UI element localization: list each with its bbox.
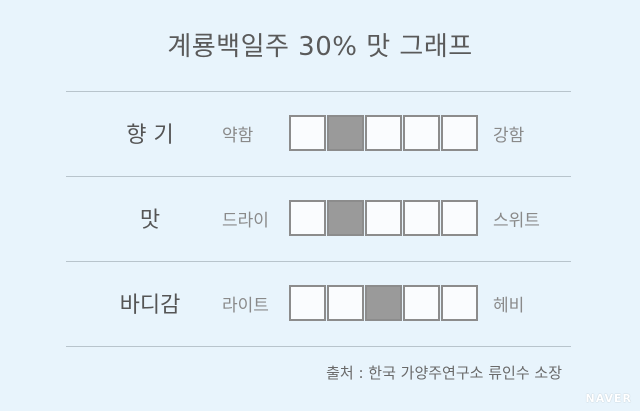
source-note: 출처 : 한국 가양주연구소 류인수 소장 — [326, 364, 562, 382]
rating-box-empty — [403, 200, 440, 236]
rating-box-empty — [441, 115, 478, 151]
row-taste: 맛 드라이 스위트 — [0, 196, 640, 236]
rating-box-empty — [289, 200, 326, 236]
low-label: 약함 — [222, 126, 254, 146]
row-label: 바디감 — [119, 293, 181, 318]
rating-box-empty — [441, 285, 478, 321]
rating-box-empty — [441, 200, 478, 236]
rating-box-empty — [365, 200, 402, 236]
rating-box-empty — [365, 115, 402, 151]
row-body: 바디감 라이트 헤비 — [0, 281, 640, 321]
naver-logo: NAVER — [585, 392, 632, 405]
row-label: 맛 — [139, 208, 161, 233]
rating-box-empty — [403, 115, 440, 151]
page-title: 계룡백일주 30% 맛 그래프 — [167, 32, 473, 62]
row-aroma: 향 기 약함 강함 — [0, 111, 640, 151]
rating-box-empty — [289, 115, 326, 151]
rating-box-filled — [327, 200, 364, 236]
row-label: 향 기 — [126, 123, 174, 148]
high-label: 스위트 — [493, 211, 540, 231]
rating-box-empty — [289, 285, 326, 321]
divider — [66, 261, 571, 262]
divider-bottom — [66, 346, 571, 347]
divider — [66, 176, 571, 177]
rating-box-filled — [327, 115, 364, 151]
rating-box-filled — [365, 285, 402, 321]
low-label: 드라이 — [222, 211, 269, 231]
rating-box-empty — [403, 285, 440, 321]
rating-box-empty — [327, 285, 364, 321]
high-label: 강함 — [493, 126, 525, 146]
low-label: 라이트 — [222, 296, 269, 316]
divider-top — [66, 91, 571, 92]
high-label: 헤비 — [493, 296, 525, 316]
